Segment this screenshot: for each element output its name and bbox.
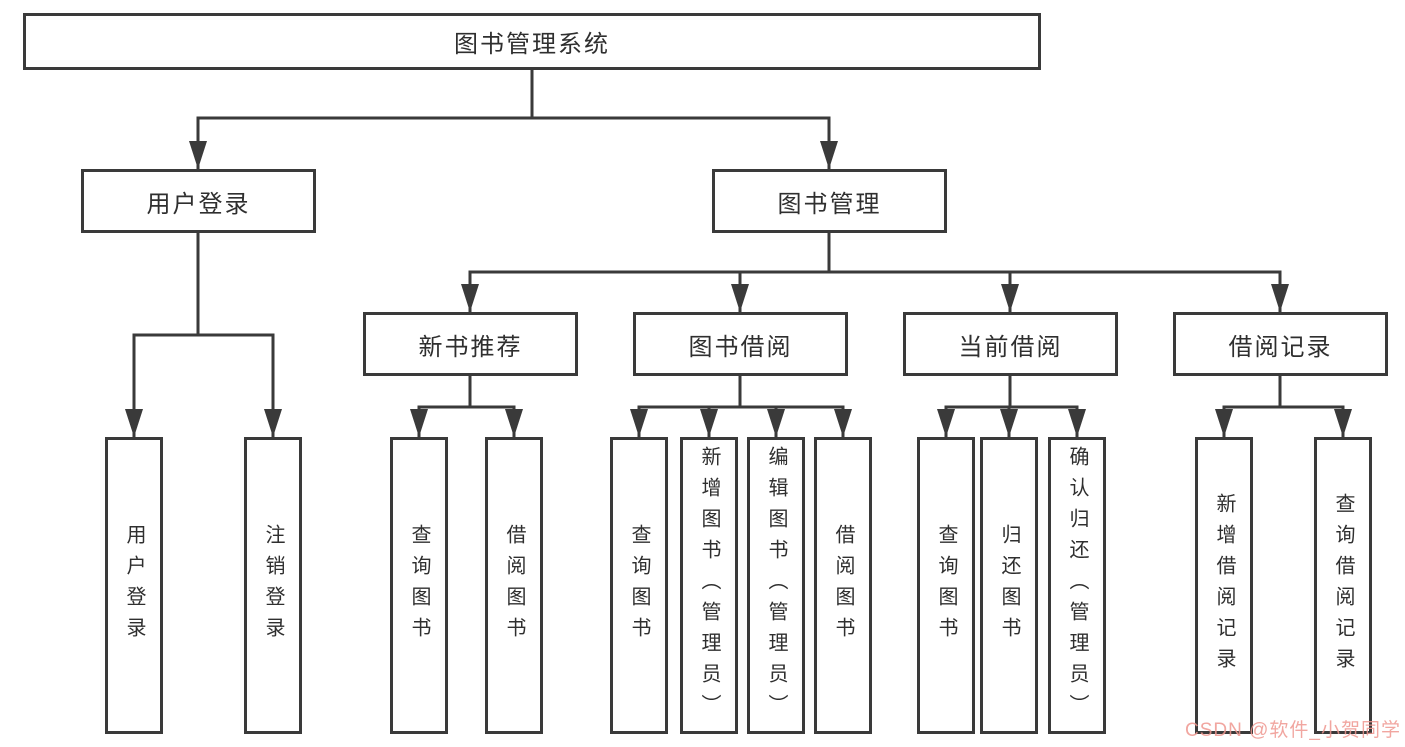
- node-book-management-label: 图书管理: [777, 190, 882, 218]
- connector-user-login-branch: [125, 231, 282, 439]
- leaf-query-books-recommend-label: 查询图书: [408, 523, 430, 648]
- leaf-add-borrow-record-label: 新增借阅记录: [1213, 492, 1235, 679]
- leaf-add-book-admin-label: 新增图书（管理员）: [698, 446, 720, 725]
- leaf-edit-book-admin: 编辑图书（管理员）: [747, 437, 805, 734]
- leaf-logout-login: 注销登录: [244, 437, 302, 734]
- connector-new-book-recommend-branch: [410, 374, 523, 439]
- leaf-confirm-return-admin: 确认归还（管理员）: [1048, 437, 1106, 734]
- connector-book-management-to-level3: [461, 231, 1289, 314]
- leaf-return-book-label: 归还图书: [998, 523, 1020, 648]
- leaf-logout-login-label: 注销登录: [262, 523, 284, 648]
- leaf-user-login: 用户登录: [105, 437, 163, 734]
- connector-root-to-level2: [189, 68, 838, 171]
- watermark: CSDN @软件_小贺同学: [1185, 720, 1401, 741]
- leaf-borrow-books-borrow-label: 借阅图书: [832, 523, 854, 648]
- leaf-edit-book-admin-label: 编辑图书（管理员）: [765, 446, 787, 725]
- leaf-query-books-recommend: 查询图书: [390, 437, 448, 734]
- node-root: 图书管理系统: [23, 13, 1041, 70]
- leaf-borrow-books-borrow: 借阅图书: [814, 437, 872, 734]
- leaf-query-books-current-label: 查询图书: [935, 523, 957, 648]
- leaf-query-books-borrow-label: 查询图书: [628, 523, 650, 648]
- leaf-confirm-return-admin-label: 确认归还（管理员）: [1066, 446, 1088, 725]
- connector-borrow-records-branch: [1215, 374, 1352, 439]
- node-new-book-recommend-label: 新书推荐: [418, 333, 523, 361]
- connector-current-borrow-branch: [937, 374, 1086, 439]
- node-user-login: 用户登录: [81, 169, 316, 233]
- node-current-borrow-label: 当前借阅: [958, 333, 1063, 361]
- leaf-add-book-admin: 新增图书（管理员）: [680, 437, 738, 734]
- leaf-query-books-current: 查询图书: [917, 437, 975, 734]
- node-book-borrow: 图书借阅: [633, 312, 848, 376]
- leaf-borrow-books-recommend-label: 借阅图书: [503, 523, 525, 648]
- leaf-borrow-books-recommend: 借阅图书: [485, 437, 543, 734]
- leaf-query-borrow-record: 查询借阅记录: [1314, 437, 1372, 734]
- node-book-borrow-label: 图书借阅: [688, 333, 793, 361]
- node-user-login-label: 用户登录: [146, 190, 251, 218]
- leaf-return-book: 归还图书: [980, 437, 1038, 734]
- node-root-label: 图书管理系统: [454, 31, 610, 58]
- node-borrow-records-label: 借阅记录: [1228, 333, 1333, 361]
- leaf-user-login-label: 用户登录: [123, 523, 145, 648]
- node-current-borrow: 当前借阅: [903, 312, 1118, 376]
- leaf-query-books-borrow: 查询图书: [610, 437, 668, 734]
- leaf-add-borrow-record: 新增借阅记录: [1195, 437, 1253, 734]
- leaf-query-borrow-record-label: 查询借阅记录: [1332, 492, 1354, 679]
- connector-book-borrow-branch: [630, 374, 852, 439]
- node-book-management: 图书管理: [712, 169, 947, 233]
- node-borrow-records: 借阅记录: [1173, 312, 1388, 376]
- node-new-book-recommend: 新书推荐: [363, 312, 578, 376]
